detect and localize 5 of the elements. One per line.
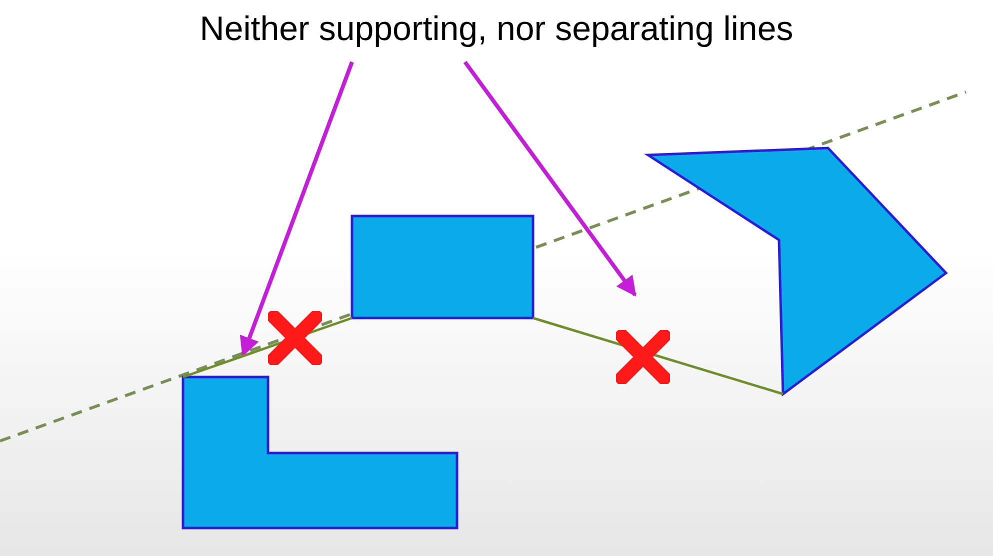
polygon-shape [183,377,457,528]
rectangle-shape [352,216,533,318]
arrow [463,60,637,297]
title-text: Neither supporting, nor separating lines [0,8,993,50]
arrow [240,61,354,357]
